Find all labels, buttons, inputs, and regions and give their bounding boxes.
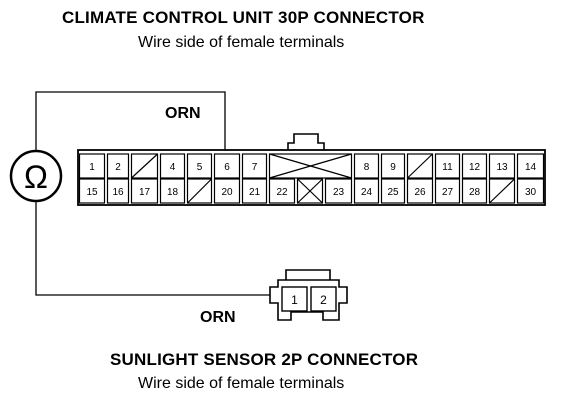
terminal-cell	[353, 178, 380, 204]
terminal-cell	[324, 178, 353, 204]
terminal-number: 12	[469, 162, 481, 173]
terminal-cell	[406, 178, 434, 204]
terminal-number: 13	[496, 162, 508, 173]
terminal-number: 20	[221, 187, 233, 198]
sensor-terminal-cell	[310, 286, 337, 312]
terminal-number: 25	[387, 187, 399, 198]
terminal-number: 9	[390, 162, 396, 173]
sensor-terminal-number: 2	[320, 293, 327, 307]
terminal-number: 28	[469, 187, 481, 198]
terminal-number: 22	[276, 187, 288, 198]
terminal-number: 30	[525, 187, 537, 198]
wire-bottom	[35, 201, 270, 296]
terminal-cell	[488, 153, 516, 179]
terminal-number: 27	[442, 187, 454, 198]
terminal-number: 23	[333, 187, 345, 198]
terminal-number: 2	[115, 162, 121, 173]
wire-top	[35, 91, 226, 153]
terminal-number: 7	[252, 162, 258, 173]
terminal-cell	[353, 153, 380, 179]
terminal-number: 17	[139, 187, 151, 198]
sensor-terminal-number: 1	[291, 293, 298, 307]
ohmmeter-icon: Ω	[9, 149, 63, 203]
terminal-cell	[106, 178, 130, 204]
sensor-terminal-cell	[281, 286, 308, 312]
terminal-cell	[159, 153, 186, 179]
terminal-number: 11	[442, 162, 453, 173]
terminal-cell	[78, 153, 106, 179]
terminal-number: 6	[224, 162, 230, 173]
terminal-number: 18	[167, 187, 179, 198]
terminal-number: 1	[89, 162, 95, 173]
terminal-cell	[106, 153, 130, 179]
terminal-cell	[516, 178, 545, 204]
terminal-cell	[186, 153, 213, 179]
terminal-number: 15	[86, 187, 98, 198]
terminal-cell	[461, 178, 488, 204]
terminal-cell	[130, 178, 159, 204]
wire-color-label-bottom: ORN	[200, 309, 236, 326]
terminal-number: 8	[364, 162, 370, 173]
terminal-cell	[268, 178, 296, 204]
terminal-number: 26	[414, 187, 426, 198]
sensor-connector-title: SUNLIGHT SENSOR 2P CONNECTOR	[110, 350, 419, 369]
terminal-number: 5	[197, 162, 203, 173]
terminal-cell	[461, 153, 488, 179]
terminal-cell	[380, 178, 406, 204]
terminal-cell	[159, 178, 186, 204]
climate-connector-latch	[287, 133, 325, 150]
terminal-number: 16	[112, 187, 124, 198]
terminal-cell	[241, 153, 268, 179]
terminal-cell	[78, 178, 106, 204]
terminal-number: 4	[170, 162, 176, 173]
terminal-cell	[434, 153, 461, 179]
climate-connector-title: CLIMATE CONTROL UNIT 30P CONNECTOR	[62, 8, 425, 27]
terminal-number: 14	[525, 162, 537, 173]
terminal-cell	[516, 153, 545, 179]
wire-color-label-top: ORN	[165, 105, 201, 122]
terminal-cell	[213, 178, 241, 204]
terminal-cell	[380, 153, 406, 179]
climate-connector-subtitle: Wire side of female terminals	[138, 34, 345, 51]
sensor-connector-subtitle: Wire side of female terminals	[138, 375, 345, 392]
terminal-cell	[434, 178, 461, 204]
terminal-number: 21	[249, 187, 261, 198]
terminal-cell	[213, 153, 241, 179]
ohm-symbol: Ω	[24, 159, 48, 195]
terminal-number: 24	[361, 187, 373, 198]
terminal-cell	[241, 178, 268, 204]
